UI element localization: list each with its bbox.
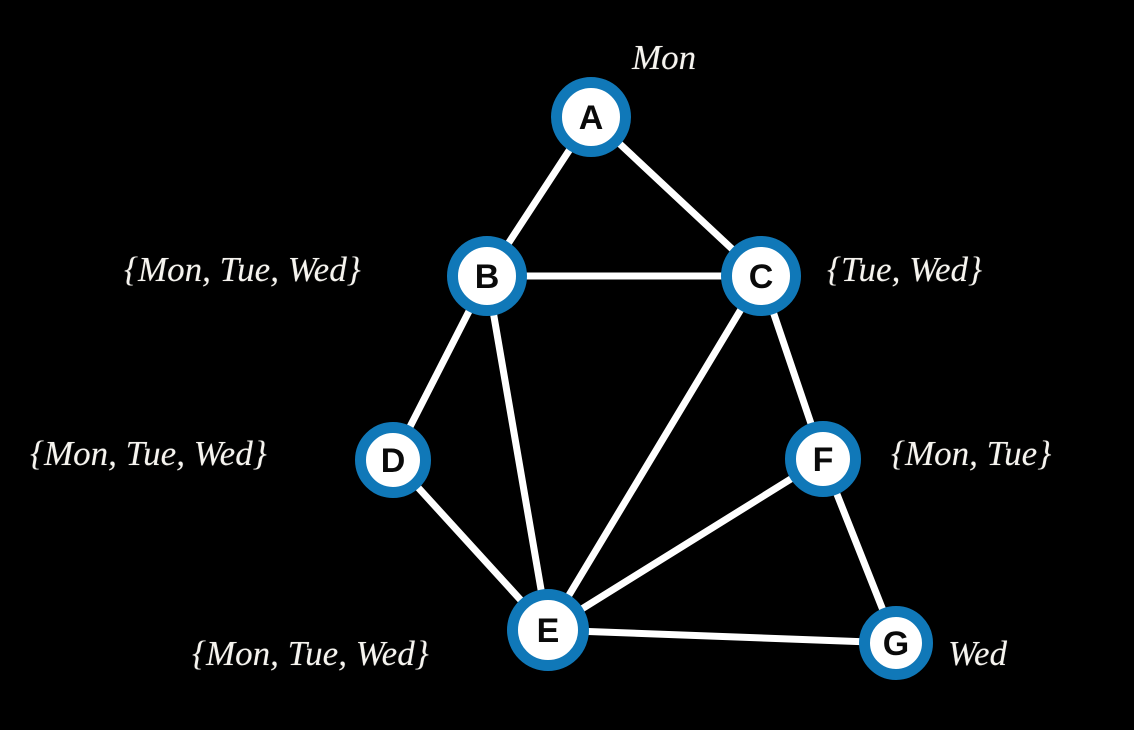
node-label-g: G [883, 625, 909, 663]
node-circle-g [859, 606, 933, 680]
node-label-a: A [579, 99, 604, 137]
node-d[interactable]: D [355, 422, 431, 498]
node-b[interactable]: B [447, 236, 527, 316]
node-circle-a [551, 77, 631, 157]
domain-label-e: {Mon, Tue, Wed} [192, 634, 429, 673]
node-circle-c [721, 236, 801, 316]
domain-label-g: Wed [948, 634, 1007, 673]
node-label-f: F [813, 441, 834, 479]
node-circle-e [507, 589, 589, 671]
node-c[interactable]: C [721, 236, 801, 316]
node-a[interactable]: A [551, 77, 631, 157]
node-circle-f [785, 421, 861, 497]
node-circle-b [447, 236, 527, 316]
edge-b-e [483, 272, 552, 634]
node-label-d: D [381, 442, 406, 480]
node-g[interactable]: G [859, 606, 933, 680]
edge-e-g [544, 626, 900, 647]
domain-label-f: {Mon, Tue} [891, 434, 1052, 473]
edge-e-f [544, 455, 827, 634]
nodes-group: A B C D E F G [355, 77, 933, 680]
node-label-b: B [475, 258, 500, 296]
domain-label-d: {Mon, Tue, Wed} [30, 434, 267, 473]
node-label-c: C [749, 258, 774, 296]
node-circle-d [355, 422, 431, 498]
edge-c-e [544, 272, 765, 634]
edges-group [389, 113, 900, 647]
domain-label-c: {Tue, Wed} [827, 250, 983, 289]
node-f[interactable]: F [785, 421, 861, 497]
node-e[interactable]: E [507, 589, 589, 671]
domain-label-a: Mon [632, 38, 697, 77]
domain-label-b: {Mon, Tue, Wed} [124, 250, 361, 289]
node-label-e: E [537, 612, 560, 650]
